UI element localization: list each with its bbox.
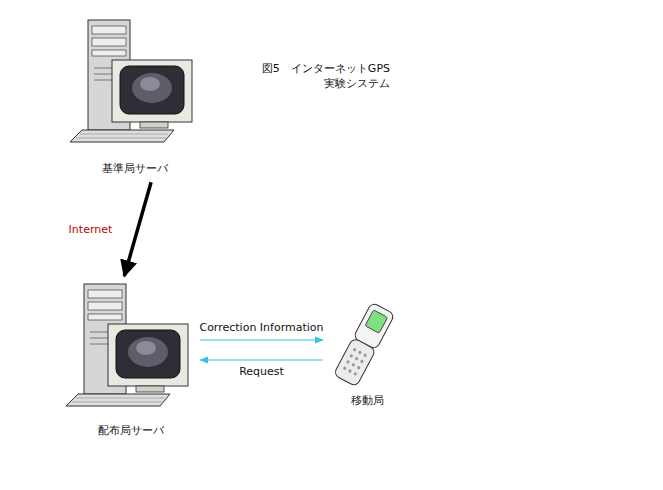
edge-label: Internet — [67, 223, 115, 236]
computer-illustration — [68, 18, 198, 146]
edge-label: Correction Information — [197, 321, 325, 334]
distribution-server: 配布局サーバ — [64, 282, 198, 438]
node-label: 基準局サーバ — [68, 162, 202, 176]
node-label: 移動局 — [325, 394, 409, 408]
edge-label: Request — [237, 365, 286, 378]
connector-arrow — [200, 340, 323, 341]
computer-illustration — [64, 282, 194, 410]
reference-station-server: 基準局サーバ — [68, 18, 202, 176]
mobile-phone-illustration — [325, 300, 405, 390]
node-label: 配布局サーバ — [64, 424, 198, 438]
figure-title: 図5 インターネットGPS 実験システム — [240, 62, 390, 92]
mobile-station: 移動局 — [325, 300, 409, 408]
connector-arrow — [124, 182, 151, 276]
connector-arrow — [200, 360, 323, 361]
